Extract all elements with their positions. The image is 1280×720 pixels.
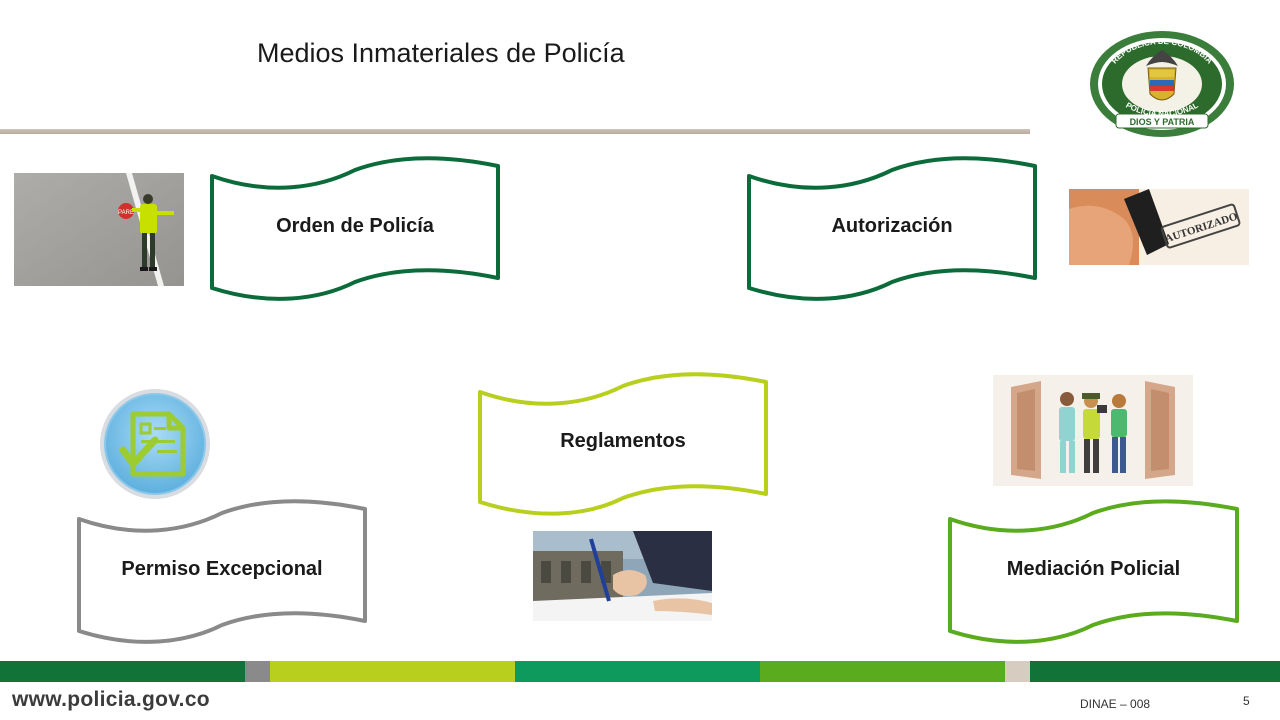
banner-autorizacion-label: Autorización	[831, 215, 953, 237]
banner-reglamentos: Reglamentos	[477, 372, 769, 516]
footer-bar-segment-6	[1005, 661, 1030, 682]
page-number: 5	[1243, 694, 1250, 708]
footer-bar-segment-2	[245, 661, 270, 682]
banner-reglamentos-label: Reglamentos	[560, 430, 686, 452]
footer-bar-segment-1	[0, 661, 245, 682]
banner-orden-shape	[210, 156, 500, 301]
stop-sign-text: PARE	[118, 210, 134, 216]
footer-bar-segment-7	[1030, 661, 1280, 682]
banner-autorizacion: Autorización	[746, 156, 1038, 301]
mediation-illustration	[993, 375, 1193, 486]
banner-mediacion-label: Mediación Policial	[1006, 558, 1181, 580]
banner-permiso-label: Permiso Excepcional	[121, 558, 323, 580]
banner-orden-de-policia: Orden de Policía	[209, 156, 501, 301]
emblem-motto: DIOS Y PATRIA	[1130, 117, 1195, 127]
signing-document-photo	[533, 531, 712, 621]
slide-title: Medios Inmateriales de Policía	[257, 38, 625, 68]
banner-mediacion-policial: Mediación Policial	[947, 499, 1240, 644]
footer-bar-segment-3	[270, 661, 515, 682]
title-divider	[0, 129, 1030, 134]
banner-orden-label: Orden de Policía	[276, 215, 434, 237]
footer-bar-segment-4	[515, 661, 760, 682]
authorized-stamp-photo: AUTORIZADO	[1069, 189, 1249, 265]
website-url: www.policia.gov.co	[12, 688, 210, 711]
footer-bar-segment-5	[760, 661, 1005, 682]
police-emblem: DIOS Y PATRIA REPUBLICA DE COLOMBIA POLI…	[1086, 28, 1238, 140]
traffic-officer-photo: PARE	[14, 173, 184, 286]
banner-permiso-excepcional: Permiso Excepcional	[76, 499, 368, 644]
document-check-icon	[99, 388, 211, 500]
document-code: DINAE – 008	[1080, 697, 1151, 711]
